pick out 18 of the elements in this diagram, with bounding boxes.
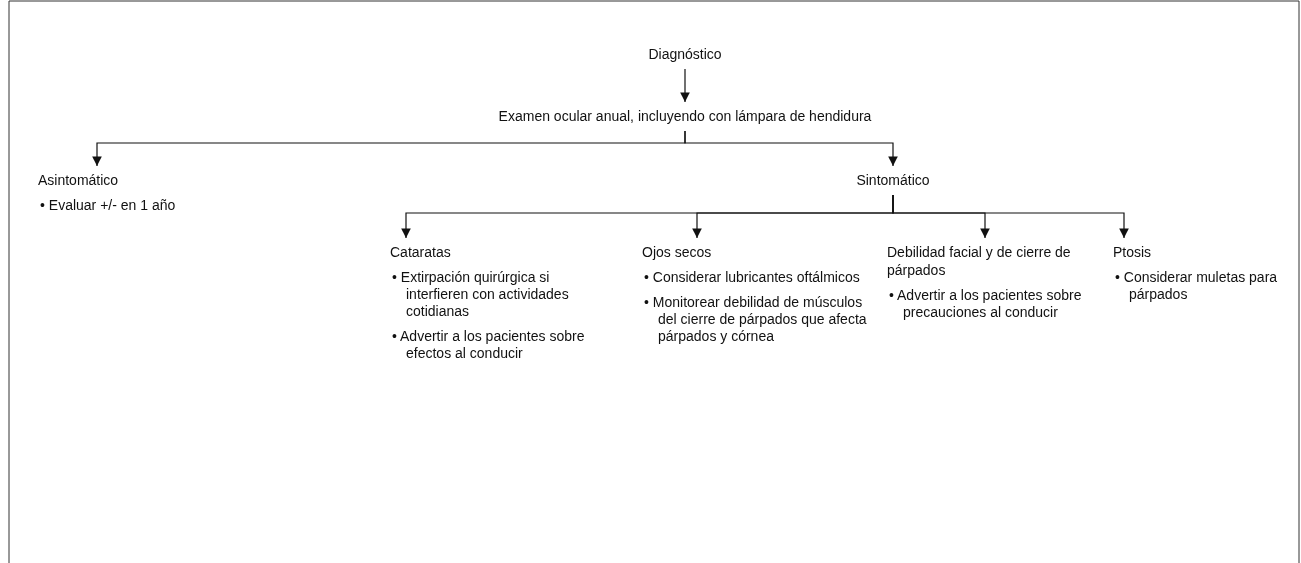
category-heading: Cataratas	[390, 243, 451, 261]
arrow	[684, 130, 898, 167]
bullet-text: • Advertir a los pacientes sobre precauciones al conducir	[888, 287, 1083, 321]
category-heading: Ojos secos	[642, 243, 712, 261]
arrow	[892, 194, 1129, 239]
bullet-text: • Extirpación quirúrgica si interfieren con actividades cotidianas	[391, 269, 570, 320]
step-label: Examen ocular anual, incluyendo con lámpara de hendidura	[498, 107, 872, 125]
bullet-text: • Considerar muletas para párpados	[1114, 269, 1279, 303]
bullet-text: • Monitorear debilidad de músculos del cierre de párpados que afecta párpados y córnea	[643, 294, 867, 345]
category-heading: Debilidad facial y de cierre de párpados	[887, 243, 1072, 279]
step-label: Diagnóstico	[648, 45, 722, 63]
category-heading: Ptosis	[1113, 243, 1152, 261]
bullet-text: • Advertir a los pacientes sobre efectos al conducir	[391, 328, 586, 362]
category-heading: Asintomático	[38, 171, 119, 189]
bullet-text: • Evaluar +/- en 1 año	[39, 197, 177, 214]
bullet-text: • Considerar lubricantes oftálmicos	[643, 269, 861, 286]
arrow	[680, 68, 690, 103]
category-heading: Sintomático	[856, 171, 930, 189]
